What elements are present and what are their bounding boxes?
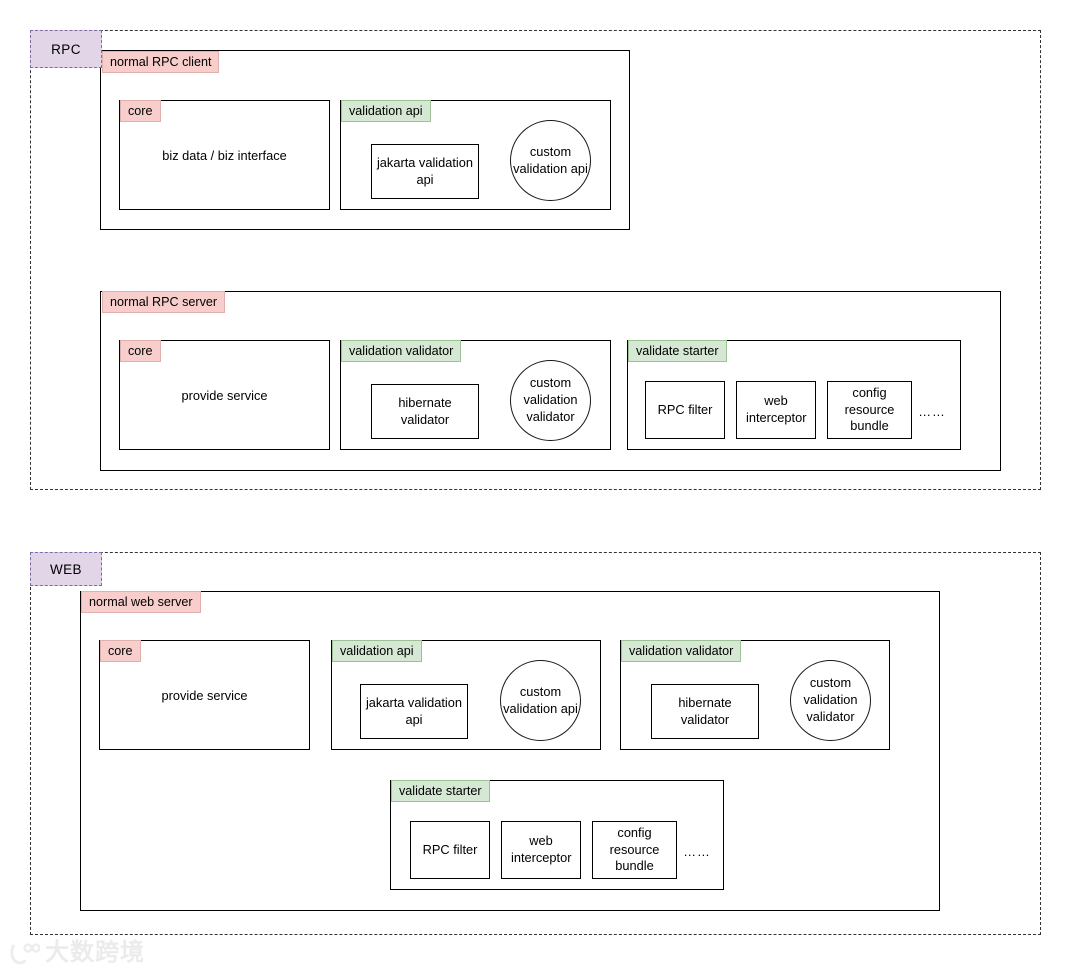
leaf-jakarta-validation-api-web-label: jakarta validation api bbox=[365, 694, 463, 727]
leaf-config-resource-bundle-label: config resource bundle bbox=[844, 384, 895, 434]
watermark-text: 大数跨境 bbox=[45, 939, 145, 966]
leaf-hibernate-validator-web-label: hibernate validator bbox=[678, 694, 732, 727]
leaf-custom-validation-validator-label: custom validation validator bbox=[523, 375, 578, 424]
leaf-custom-validation-validator-web-label: custom validation validator bbox=[803, 675, 858, 724]
module-rpc-server-validate-starter-tag: validate starter bbox=[628, 340, 727, 362]
group-normal-rpc-server-label: normal RPC server bbox=[110, 294, 218, 309]
module-rpc-client-validation-api-label: validation api bbox=[349, 103, 423, 118]
module-web-server-validation-validator-tag: validation validator bbox=[621, 640, 742, 662]
module-web-server-validate-starter-label: validate starter bbox=[399, 783, 482, 798]
zone-web-tag: WEB bbox=[30, 552, 102, 586]
leaf-custom-validation-validator-rpc-server: custom validation validator bbox=[510, 360, 591, 441]
module-rpc-server-core-tag: core bbox=[120, 340, 161, 362]
module-rpc-client-core-tag: core bbox=[120, 100, 161, 122]
module-rpc-server-core-label: core bbox=[128, 343, 153, 358]
leaf-custom-validation-api-web-label: custom validation api bbox=[503, 683, 578, 716]
leaf-web-interceptor-web-server: web interceptor bbox=[501, 821, 581, 879]
leaf-jakarta-validation-api-label: jakarta validation api bbox=[376, 154, 474, 187]
leaf-hibernate-validator-web-server: hibernate validator bbox=[651, 684, 759, 739]
group-normal-rpc-server-tag: normal RPC server bbox=[102, 291, 226, 313]
zone-web-label: WEB bbox=[50, 561, 82, 577]
leaf-custom-validation-validator-web-server: custom validation validator bbox=[790, 660, 871, 741]
zone-rpc-tag: RPC bbox=[30, 30, 102, 68]
zone-web bbox=[30, 552, 1041, 935]
brand-logo-icon bbox=[10, 940, 41, 966]
leaf-custom-validation-api-rpc-client: custom validation api bbox=[510, 120, 591, 201]
module-rpc-client-validation-api-tag: validation api bbox=[341, 100, 431, 122]
leaf-web-interceptor-label: web interceptor bbox=[746, 393, 807, 425]
leaf-provide-service-rpc-server: provide service bbox=[126, 380, 323, 412]
group-normal-web-server-tag: normal web server bbox=[81, 591, 201, 613]
group-normal-rpc-client-label: normal RPC client bbox=[110, 54, 212, 69]
zone-rpc-label: RPC bbox=[51, 41, 81, 57]
module-web-server-core-label: core bbox=[108, 643, 133, 658]
group-normal-rpc-client-tag: normal RPC client bbox=[102, 51, 220, 73]
leaf-provide-service-label: provide service bbox=[181, 387, 268, 403]
module-web-server-validation-api-label: validation api bbox=[340, 643, 414, 658]
leaf-biz-data-biz-interface-label: biz data / biz interface bbox=[162, 147, 287, 163]
leaf-rpc-filter-web-server: RPC filter bbox=[410, 821, 490, 879]
leaf-ellipsis-web-server: …… bbox=[679, 843, 715, 859]
leaf-hibernate-validator-rpc-server: hibernate validator bbox=[371, 384, 479, 439]
leaf-jakarta-validation-api-web-server: jakarta validation api bbox=[360, 684, 468, 739]
leaf-custom-validation-api-label: custom validation api bbox=[513, 143, 588, 176]
zone-rpc bbox=[30, 30, 1041, 490]
leaf-config-resource-bundle-rpc-server: config resource bundle bbox=[827, 381, 912, 439]
leaf-provide-service-web-label: provide service bbox=[161, 687, 248, 703]
module-rpc-server-validation-validator-tag: validation validator bbox=[341, 340, 462, 362]
watermark: 大数跨境 bbox=[10, 936, 200, 970]
leaf-rpc-filter-rpc-server: RPC filter bbox=[645, 381, 725, 439]
leaf-ellipsis-rpc-server-label: …… bbox=[918, 403, 946, 419]
leaf-jakarta-validation-api-rpc-client: jakarta validation api bbox=[371, 144, 479, 199]
leaf-ellipsis-web-server-label: …… bbox=[683, 843, 711, 859]
leaf-web-interceptor-web-label: web interceptor bbox=[511, 833, 572, 865]
module-rpc-server-validate-starter-label: validate starter bbox=[636, 343, 719, 358]
leaf-rpc-filter-label: RPC filter bbox=[657, 401, 713, 417]
leaf-custom-validation-api-web-server: custom validation api bbox=[500, 660, 581, 741]
leaf-provide-service-web-server: provide service bbox=[106, 680, 303, 712]
module-web-server-validation-api-tag: validation api bbox=[332, 640, 422, 662]
leaf-config-resource-bundle-web-server: config resource bundle bbox=[592, 821, 677, 879]
leaf-web-interceptor-rpc-server: web interceptor bbox=[736, 381, 816, 439]
leaf-hibernate-validator-label: hibernate validator bbox=[398, 394, 452, 427]
leaf-rpc-filter-web-label: RPC filter bbox=[422, 841, 478, 857]
module-web-server-validation-validator-label: validation validator bbox=[629, 643, 734, 658]
leaf-biz-data-biz-interface: biz data / biz interface bbox=[126, 140, 323, 172]
group-normal-web-server-label: normal web server bbox=[89, 594, 193, 609]
leaf-ellipsis-rpc-server: …… bbox=[914, 403, 950, 419]
module-web-server-core-tag: core bbox=[100, 640, 141, 662]
module-web-server-validate-starter-tag: validate starter bbox=[391, 780, 490, 802]
leaf-config-resource-bundle-web-label: config resource bundle bbox=[609, 824, 660, 874]
module-rpc-client-core-label: core bbox=[128, 103, 153, 118]
module-rpc-server-validation-validator-label: validation validator bbox=[349, 343, 454, 358]
